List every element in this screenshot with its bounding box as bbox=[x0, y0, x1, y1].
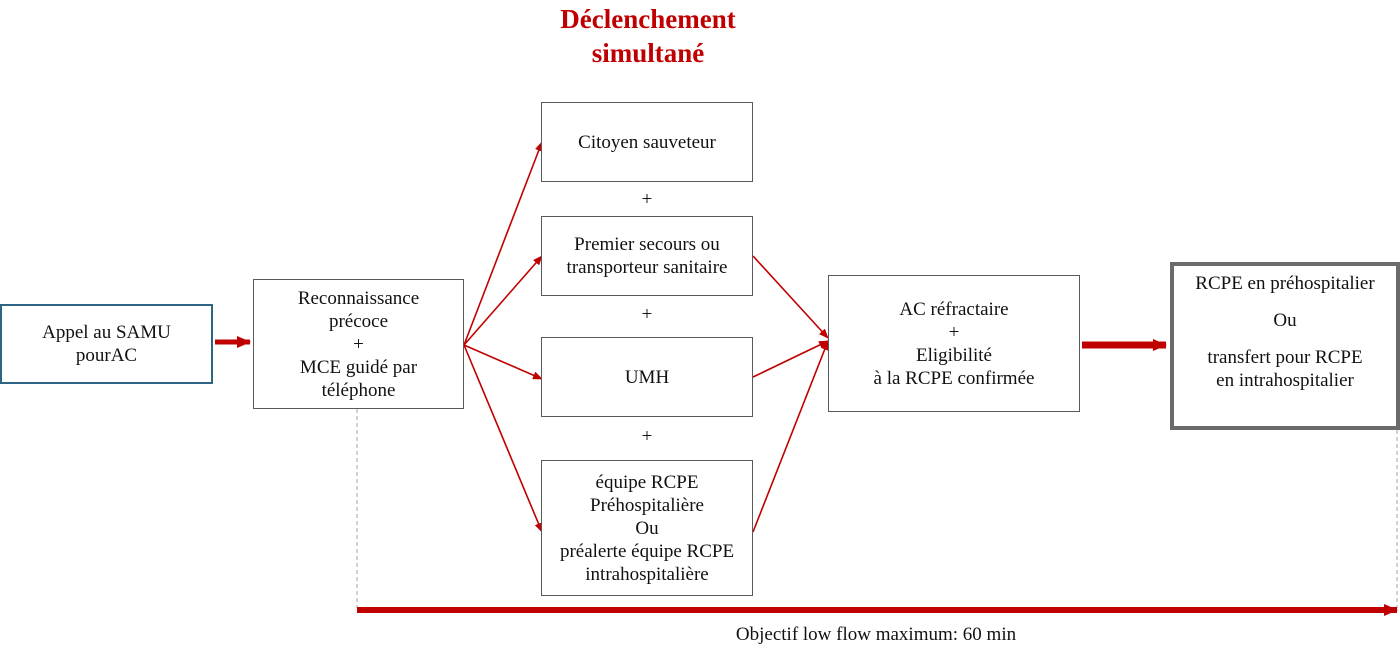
node-text: Reconnaissance bbox=[297, 287, 420, 309]
node-premier-secours: Premier secours ou transporteur sanitair… bbox=[541, 216, 753, 296]
node-text: intrahospitalière bbox=[585, 563, 709, 585]
node-reconnaissance: Reconnaissance précoce + MCE guidé par t… bbox=[253, 279, 464, 409]
node-text: Ou bbox=[635, 517, 659, 539]
node-text: à la RCPE confirmée bbox=[873, 367, 1035, 389]
arrow-umh-to-ac bbox=[752, 340, 829, 378]
arrow-equipe-rcpe-to-ac bbox=[752, 340, 829, 533]
node-text: UMH bbox=[624, 366, 670, 388]
plus-sign-1: + bbox=[641, 189, 653, 210]
node-text: Premier secours ou bbox=[574, 234, 720, 255]
node-citoyen-sauveteur: Citoyen sauveteur bbox=[541, 102, 753, 182]
node-text: en intrahospitalier bbox=[1216, 370, 1354, 391]
node-rcpe-final: RCPE en préhospitalier Ou transfert pour… bbox=[1170, 262, 1400, 430]
title-line-2: simultané bbox=[591, 38, 705, 68]
arrow-to-umh bbox=[463, 344, 543, 380]
node-text: + bbox=[948, 321, 960, 343]
arrow-to-citoyen bbox=[463, 141, 543, 346]
node-ac-refractaire: AC réfractaire + Eligibilité à la RCPE c… bbox=[828, 275, 1080, 412]
node-text: transfert pour RCPE bbox=[1207, 347, 1363, 368]
node-text: équipe RCPE bbox=[595, 471, 699, 493]
arrow-to-premier-secours bbox=[463, 255, 543, 346]
node-text: pourAC bbox=[75, 345, 138, 366]
node-text: transporteur sanitaire bbox=[566, 257, 728, 278]
plus-sign-2: + bbox=[641, 304, 653, 325]
node-equipe-rcpe: équipe RCPE Préhospitalière Ou préalerte… bbox=[541, 460, 753, 596]
node-umh: UMH bbox=[541, 337, 753, 417]
node-text: préalerte équipe RCPE bbox=[559, 540, 735, 562]
node-text: MCE guidé par bbox=[299, 356, 418, 378]
node-text: + bbox=[353, 333, 364, 355]
diagram-title: Déclenchement simultané bbox=[520, 2, 776, 70]
node-text: Préhospitalière bbox=[590, 494, 704, 516]
timeline-label: Objectif low flow maximum: 60 min bbox=[735, 624, 1017, 645]
node-text: Eligibilité bbox=[916, 344, 992, 366]
node-text: téléphone bbox=[321, 379, 396, 401]
title-line-1: Déclenchement bbox=[560, 4, 736, 34]
arrow-to-equipe-rcpe bbox=[463, 344, 543, 533]
node-text: RCPE en préhospitalier bbox=[1195, 273, 1375, 294]
node-text: AC réfractaire bbox=[899, 298, 1009, 320]
arrow-premier-secours-to-ac bbox=[752, 255, 829, 339]
node-text: Ou bbox=[1273, 310, 1297, 331]
node-text: précoce bbox=[328, 310, 389, 332]
plus-sign-3: + bbox=[641, 426, 653, 447]
node-text: Appel au SAMU bbox=[42, 322, 171, 343]
node-text: Citoyen sauveteur bbox=[578, 131, 716, 153]
node-appel-samu: Appel au SAMU pourAC bbox=[0, 304, 213, 384]
